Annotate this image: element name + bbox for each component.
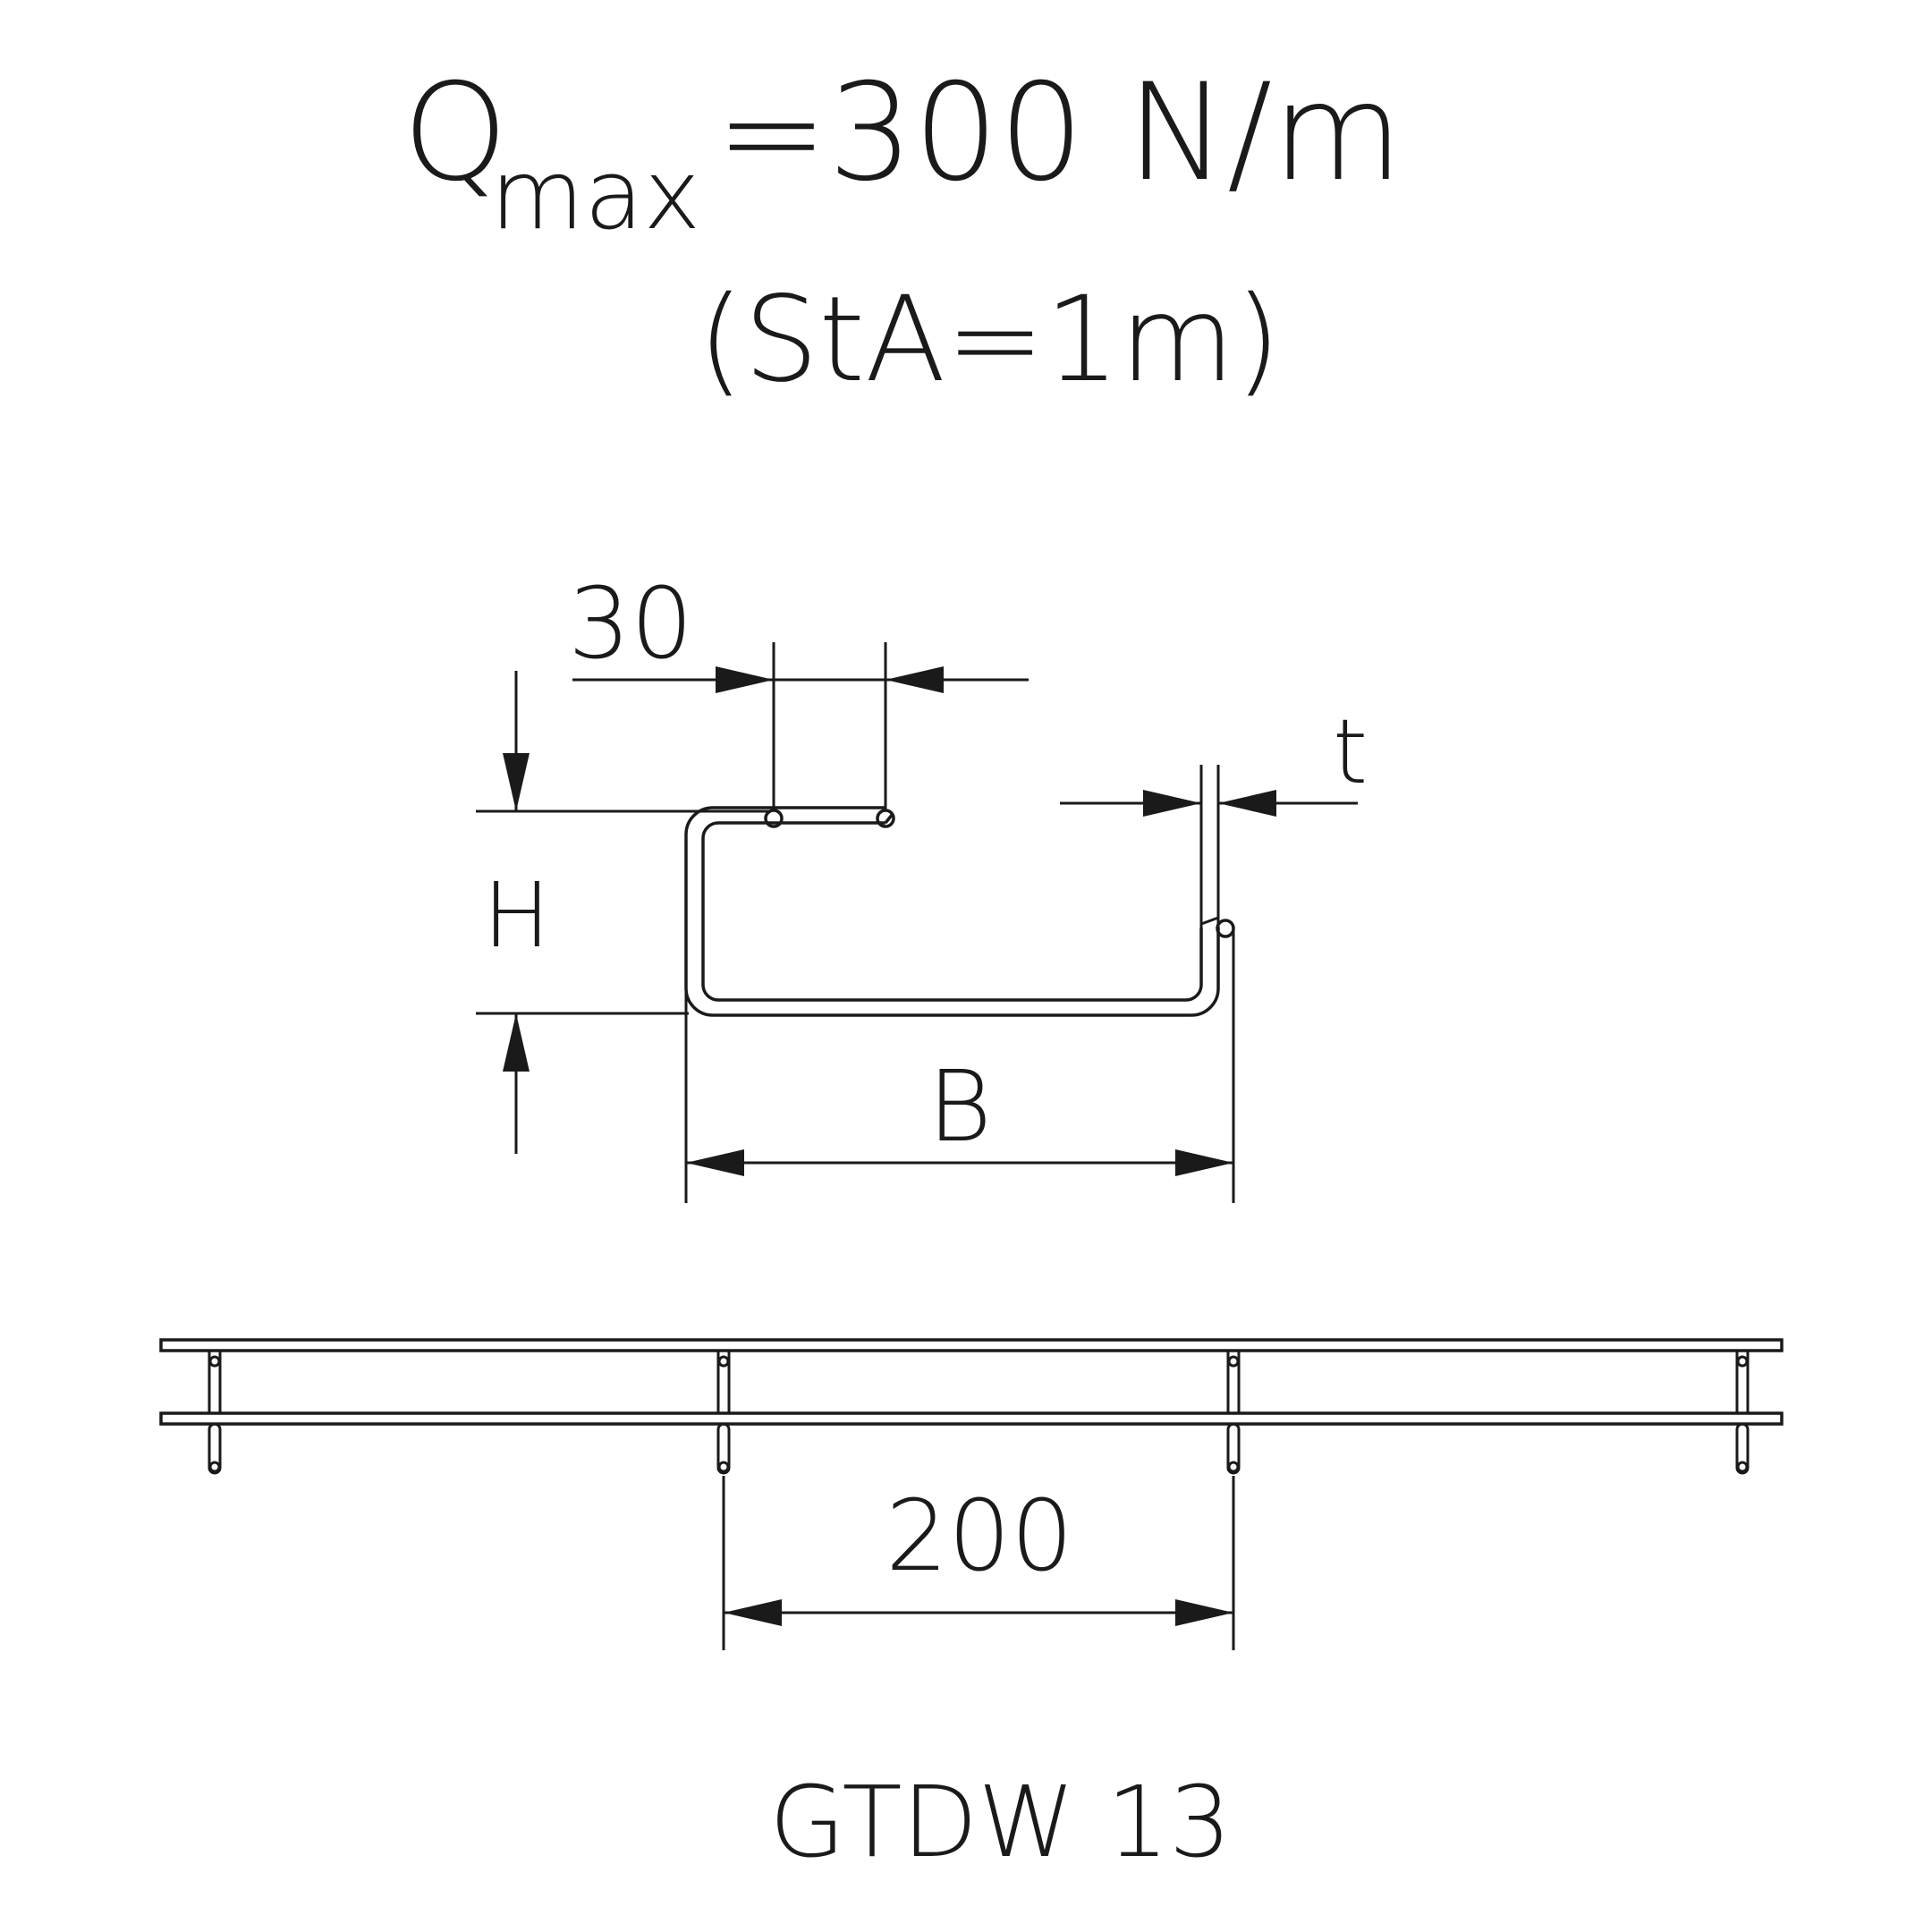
dim-h-arrow-top xyxy=(503,753,530,811)
side-wire-tick xyxy=(1200,916,1219,926)
dim-30-label: 30 xyxy=(568,566,693,681)
dim-t-arrow-left xyxy=(1143,790,1201,817)
dim-200-arrow-right xyxy=(1175,1599,1233,1626)
cross-wire-2 xyxy=(716,1349,731,1475)
dim-t-label: t xyxy=(1333,699,1368,804)
cross-wire-3 xyxy=(1226,1349,1241,1475)
dim-30-arrow-right xyxy=(886,666,944,693)
dim-200-arrow-left xyxy=(724,1599,782,1626)
dim-t-arrow-right xyxy=(1218,790,1276,817)
tray-profile-inner xyxy=(701,821,1203,1002)
q-subscript: max xyxy=(490,140,700,251)
load-rating: Q max =300 N/m (StA=1m) xyxy=(402,55,1403,409)
q-symbol: Q xyxy=(402,55,508,211)
dim-b-arrow-left xyxy=(686,1149,744,1176)
plan-bar-bottom xyxy=(159,1411,1784,1426)
span-note: (StA=1m) xyxy=(698,271,1281,409)
dim-30-arrow-left xyxy=(716,666,774,693)
dim-b-label: B xyxy=(928,1049,992,1164)
model-label: GTDW 13 xyxy=(769,1765,1232,1879)
cross-section: 30 t H B xyxy=(476,566,1368,1203)
dim-200-label: 200 xyxy=(886,1479,1073,1593)
tray-profile-outer xyxy=(684,806,1220,1017)
plan-bar-top xyxy=(159,1338,1784,1352)
plan-view: 200 xyxy=(159,1338,1784,1650)
dim-h-label: H xyxy=(483,863,550,968)
cross-wire-1 xyxy=(208,1349,222,1475)
dim-h-arrow-bottom xyxy=(503,1013,530,1072)
cross-wire-4 xyxy=(1735,1349,1750,1475)
dim-b-arrow-right xyxy=(1175,1149,1233,1176)
q-value: =300 N/m xyxy=(716,55,1403,211)
